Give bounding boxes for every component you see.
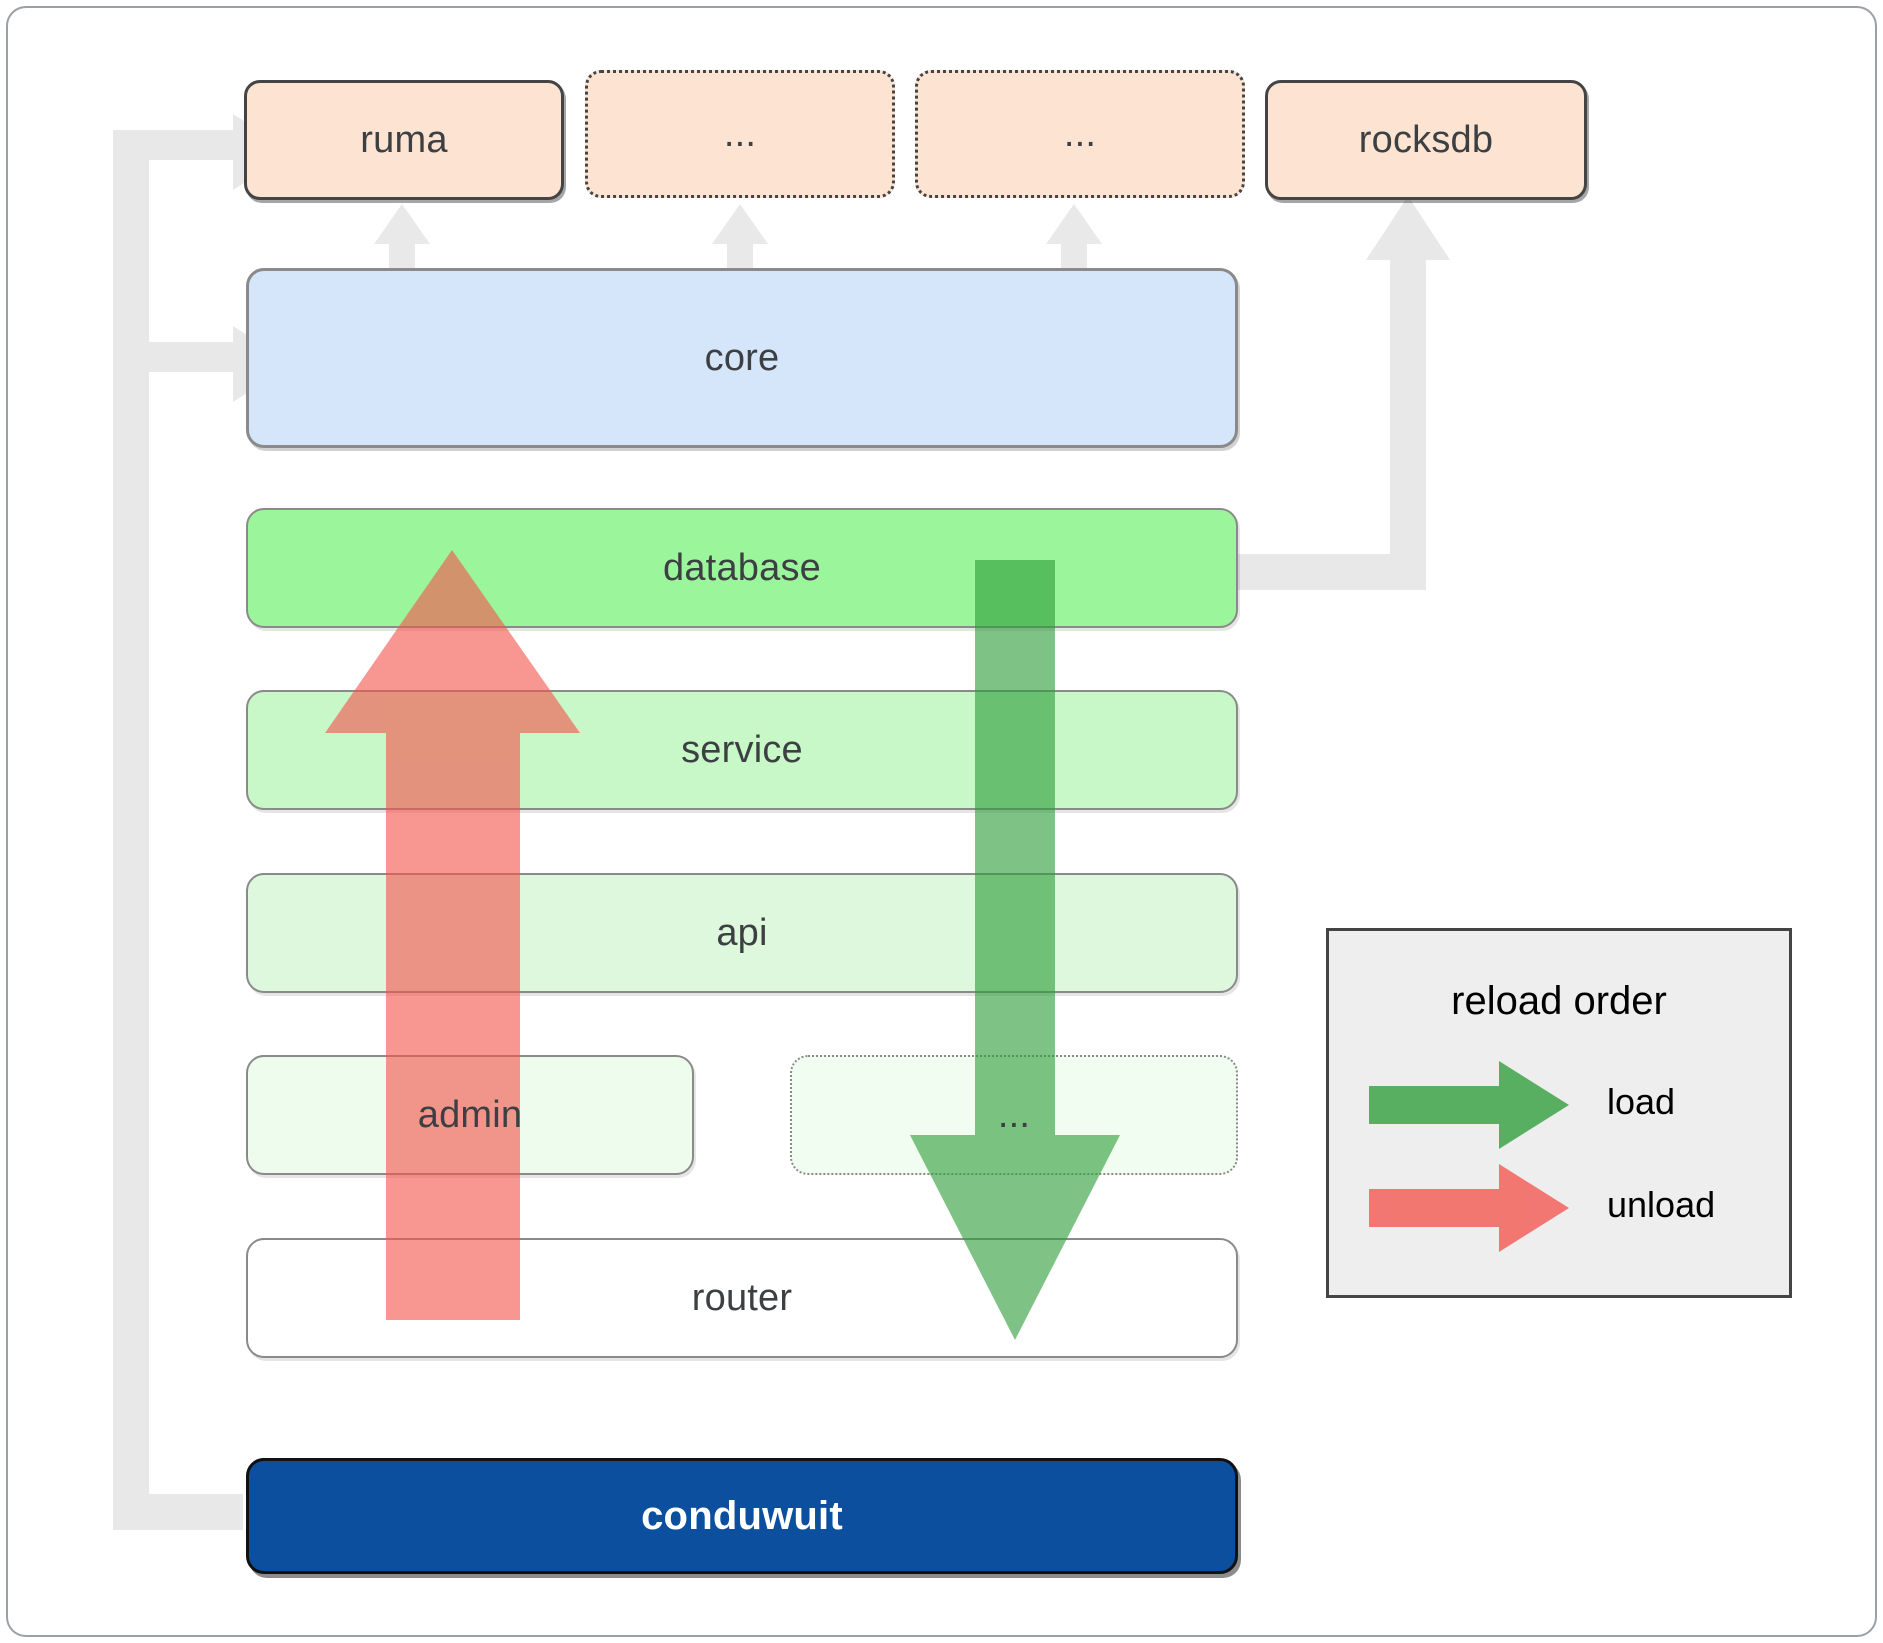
node-rocksdb-label: rocksdb xyxy=(1358,118,1494,161)
legend-label-unload: unload xyxy=(1607,1184,1716,1225)
legend-label-load: load xyxy=(1607,1081,1676,1122)
node-router-label: router xyxy=(691,1276,793,1319)
node-conduwuit[interactable]: conduwuit xyxy=(246,1458,1238,1574)
node-database[interactable]: database xyxy=(246,508,1238,628)
node-rocksdb[interactable]: rocksdb xyxy=(1265,80,1587,200)
node-admin-label: admin xyxy=(417,1093,523,1136)
node-core-label: core xyxy=(704,336,780,379)
diagram-frame xyxy=(6,6,1877,1637)
node-service-label: service xyxy=(681,728,803,771)
node-layer-ellipsis[interactable]: ... xyxy=(790,1055,1238,1175)
node-ruma-label: ruma xyxy=(360,118,448,161)
load-arrow-icon xyxy=(1369,1061,1569,1149)
node-api-label: api xyxy=(716,911,768,954)
node-router[interactable]: router xyxy=(246,1238,1238,1358)
node-layer-ellipsis-label: ... xyxy=(997,1093,1031,1136)
legend-arrow-icons xyxy=(1369,1061,1569,1252)
node-service[interactable]: service xyxy=(246,690,1238,810)
legend-title: reload order xyxy=(1451,979,1667,1023)
node-api[interactable]: api xyxy=(246,873,1238,993)
node-conduwuit-label: conduwuit xyxy=(641,1493,843,1538)
node-dep-ellipsis-1-label: ... xyxy=(723,112,757,155)
node-dep-ellipsis-1[interactable]: ... xyxy=(585,70,895,198)
node-dep-ellipsis-2[interactable]: ... xyxy=(915,70,1245,198)
unload-arrow-icon xyxy=(1369,1164,1569,1252)
node-core[interactable]: core xyxy=(246,268,1238,448)
node-database-label: database xyxy=(663,546,821,589)
legend-panel: reload order load unload xyxy=(1326,928,1792,1298)
node-ruma[interactable]: ruma xyxy=(244,80,564,200)
node-dep-ellipsis-2-label: ... xyxy=(1063,112,1097,155)
node-admin[interactable]: admin xyxy=(246,1055,694,1175)
